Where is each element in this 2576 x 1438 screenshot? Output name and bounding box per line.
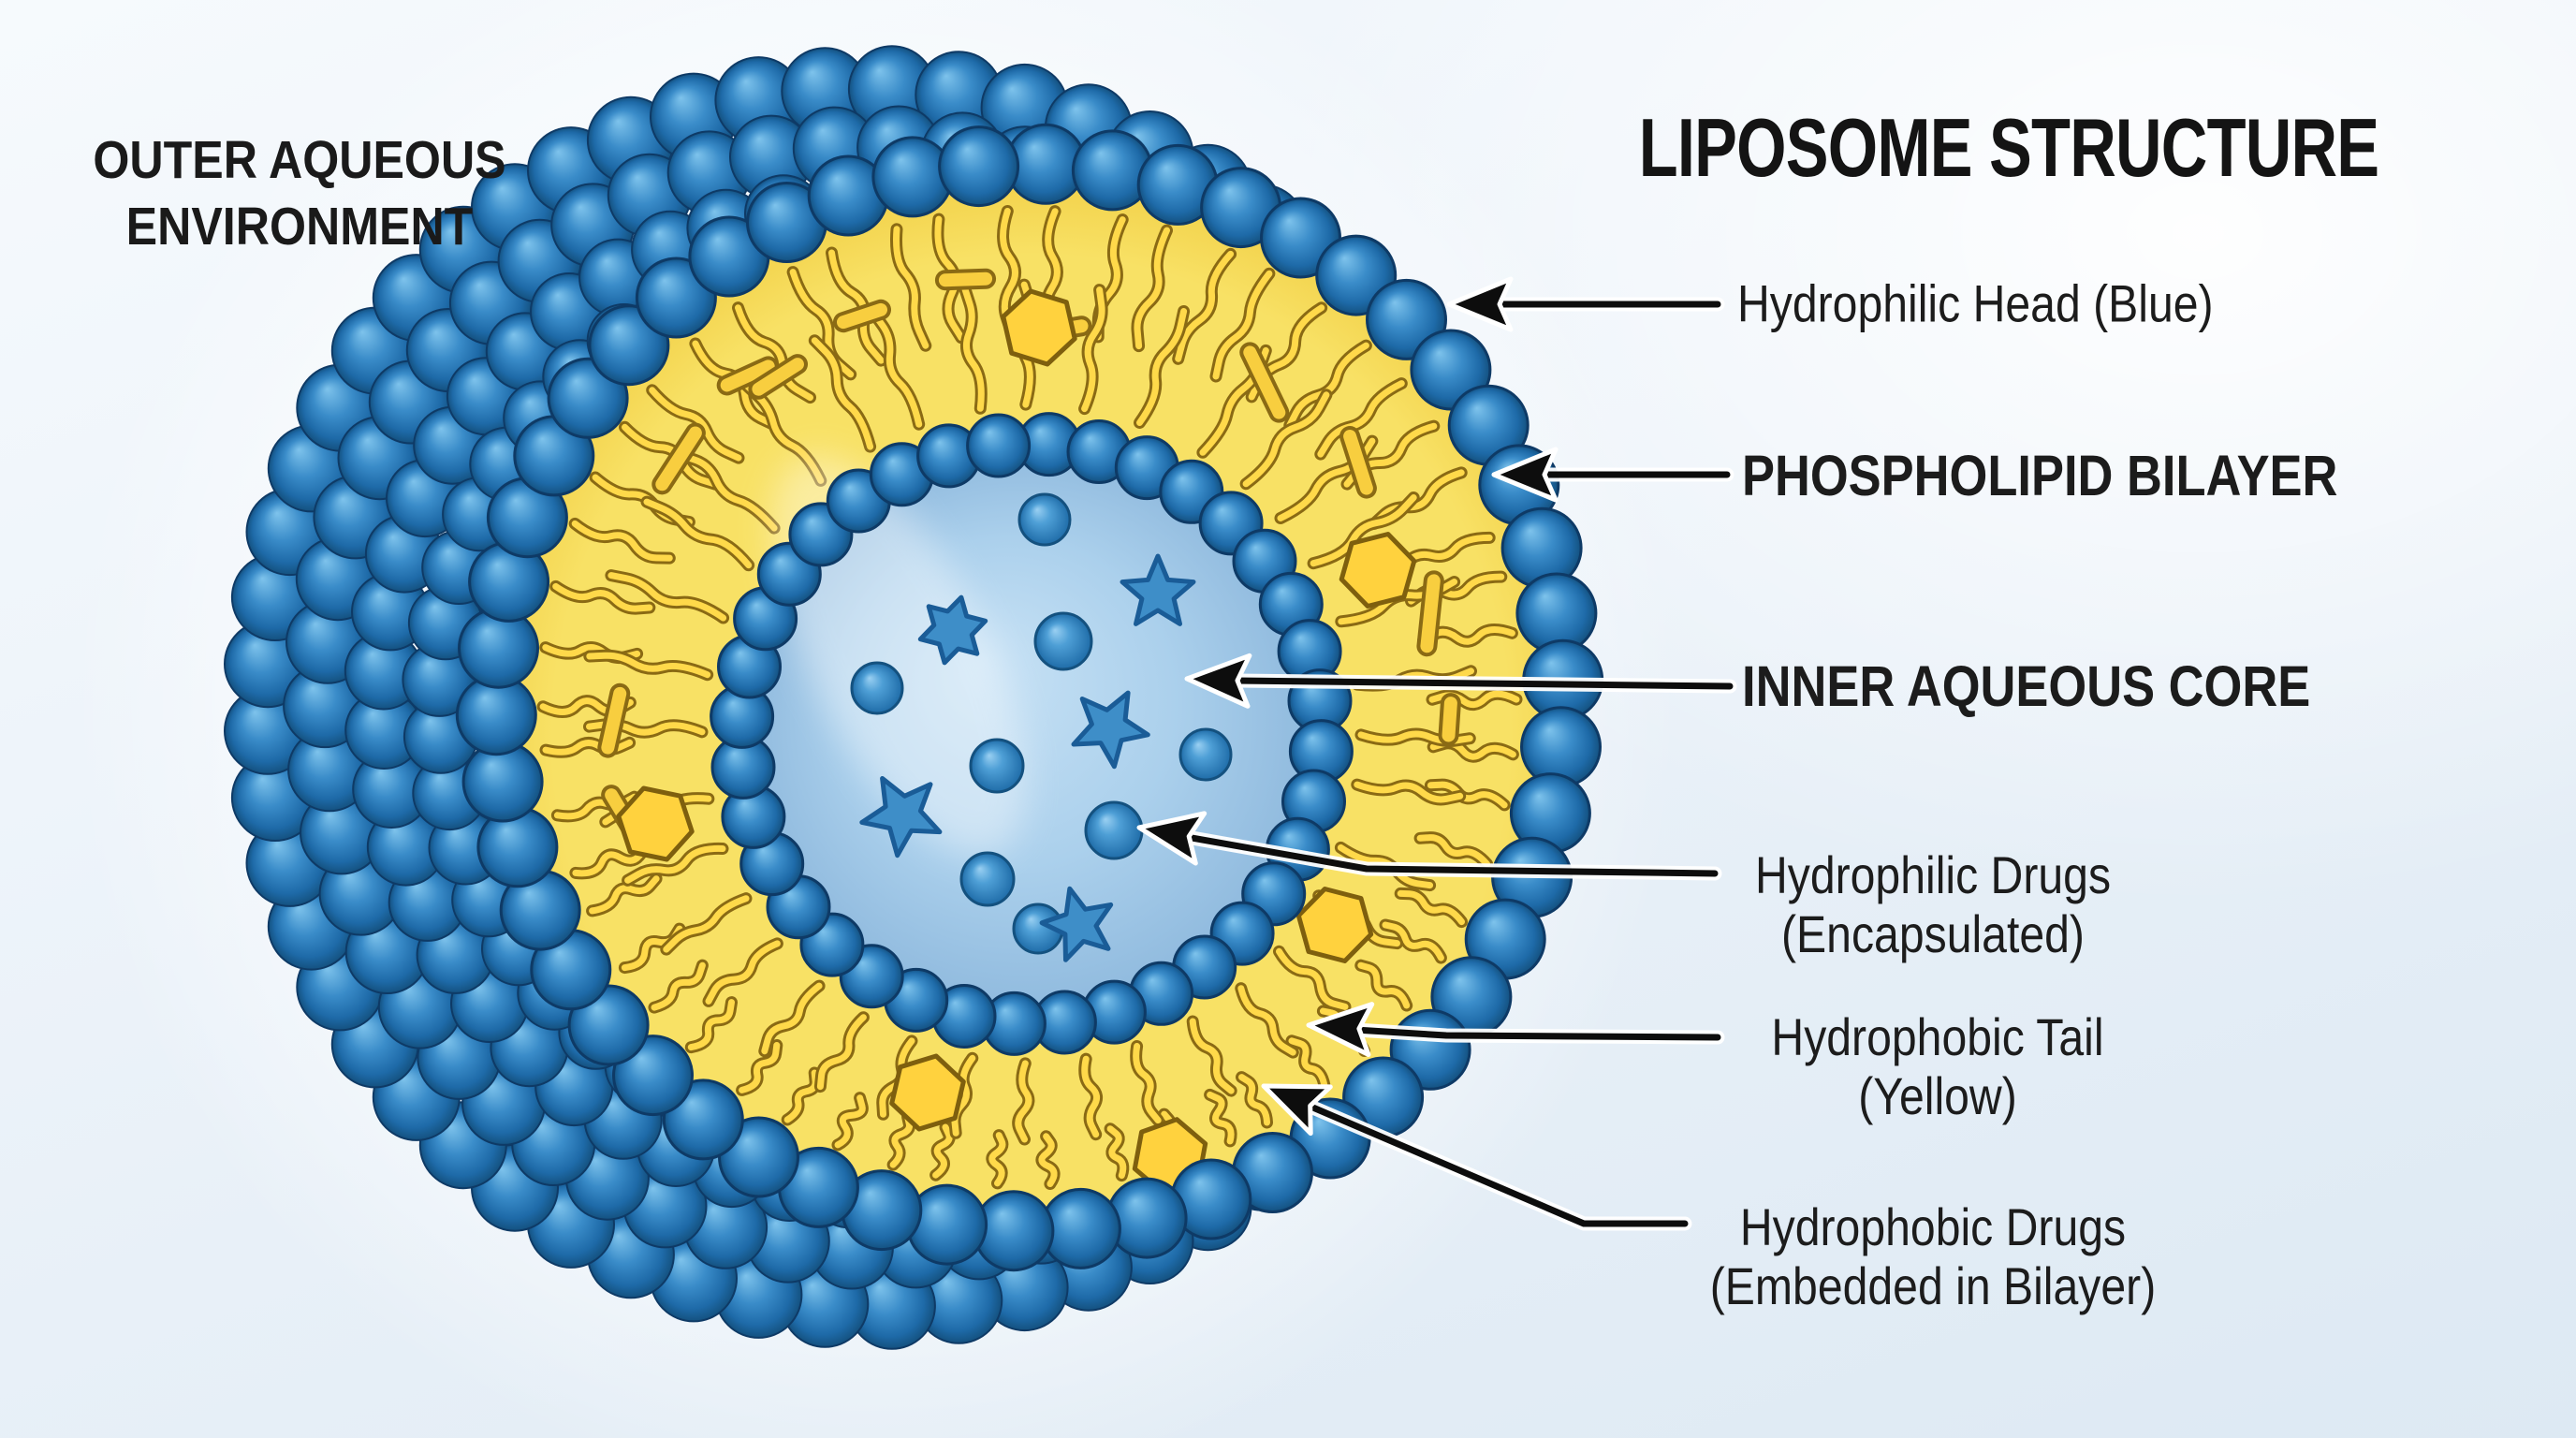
leader-hydrophilic-head — [1446, 276, 1725, 332]
outer-head-ring — [455, 123, 1604, 1272]
hydrophilic-drug-sphere — [969, 738, 1025, 794]
hydrophobic-drug-hexagon — [616, 785, 695, 862]
label-hydrophobic-drugs-line1: Hydrophobic Drugs — [1739, 1197, 2127, 1256]
outer-environment-label: OUTER AQUEOUS ENVIRONMENT — [93, 127, 505, 260]
arrowhead-icon — [1136, 811, 1208, 866]
hydrophilic-drug-spheres — [850, 492, 1233, 955]
label-hydrophobic-drugs: Hydrophobic Drugs (Embedded in Bilayer) — [1710, 1197, 2156, 1315]
drug-star — [917, 594, 988, 666]
hydrophilic-drug-sphere — [1033, 611, 1093, 671]
hydrophilic-drug-sphere — [1084, 800, 1144, 860]
arrowhead-icon — [1261, 1083, 1333, 1137]
drug-star — [859, 776, 943, 858]
label-hydrophobic-drugs-line2: (Embedded in Bilayer) — [1709, 1256, 2157, 1315]
label-hydrophobic-tail-line1: Hydrophobic Tail — [1771, 1007, 2104, 1066]
hydrophilic-drug-sphere — [850, 661, 904, 715]
hydrophilic-drug-sphere — [1178, 727, 1233, 782]
hydrophobic-drug-hexagon — [1339, 532, 1417, 609]
label-hydrophobic-tail-line2: (Yellow) — [1858, 1066, 2017, 1125]
drug-star — [1071, 690, 1150, 770]
leader-hydrophobic-drugs — [1261, 1083, 1692, 1231]
arrowhead-icon — [1491, 447, 1559, 503]
hydrophilic-drug-sphere — [1017, 492, 1072, 547]
drug-star — [1039, 886, 1114, 962]
label-inner-aqueous-core: INNER AQUEOUS CORE — [1742, 654, 2311, 718]
diagram-title: LIPOSOME STRUCTURE — [1638, 101, 2379, 194]
arrowhead-icon — [1184, 653, 1252, 709]
label-hydrophilic-drugs-line1: Hydrophilic Drugs — [1754, 845, 2112, 904]
label-hydrophobic-tail: Hydrophobic Tail (Yellow) — [1771, 1007, 2103, 1125]
leader-phospholipid-bilayer — [1491, 447, 1734, 503]
label-hydrophilic-head: Hydrophilic Head (Blue) — [1737, 273, 2214, 333]
drug-star — [1120, 553, 1196, 626]
leader-hydrophilic-drugs — [1136, 811, 1722, 881]
label-hydrophilic-drugs-line2: (Encapsulated) — [1781, 904, 2085, 963]
hydrophobic-drug-hexagon — [1295, 887, 1374, 963]
arrowhead-icon — [1446, 276, 1514, 332]
leader-hydrophobic-tail — [1306, 1002, 1725, 1058]
arrowhead-icon — [1306, 1002, 1375, 1058]
hydrophobic-drug-hexagon — [1001, 288, 1077, 367]
hydrophilic-drug-sphere — [959, 851, 1016, 907]
outer-environment-line1: OUTER AQUEOUS — [93, 130, 506, 190]
hydrophobic-drug-hexagon — [889, 1053, 966, 1132]
leader-inner-aqueous-core — [1184, 653, 1737, 709]
inner-head-ring — [710, 412, 1354, 1056]
outer-environment-line2: ENVIRONMENT — [125, 197, 474, 257]
label-hydrophilic-drugs: Hydrophilic Drugs (Encapsulated) — [1755, 845, 2111, 963]
label-phospholipid-bilayer: PHOSPHOLIPID BILAYER — [1742, 444, 2338, 507]
drug-stars — [859, 553, 1196, 962]
